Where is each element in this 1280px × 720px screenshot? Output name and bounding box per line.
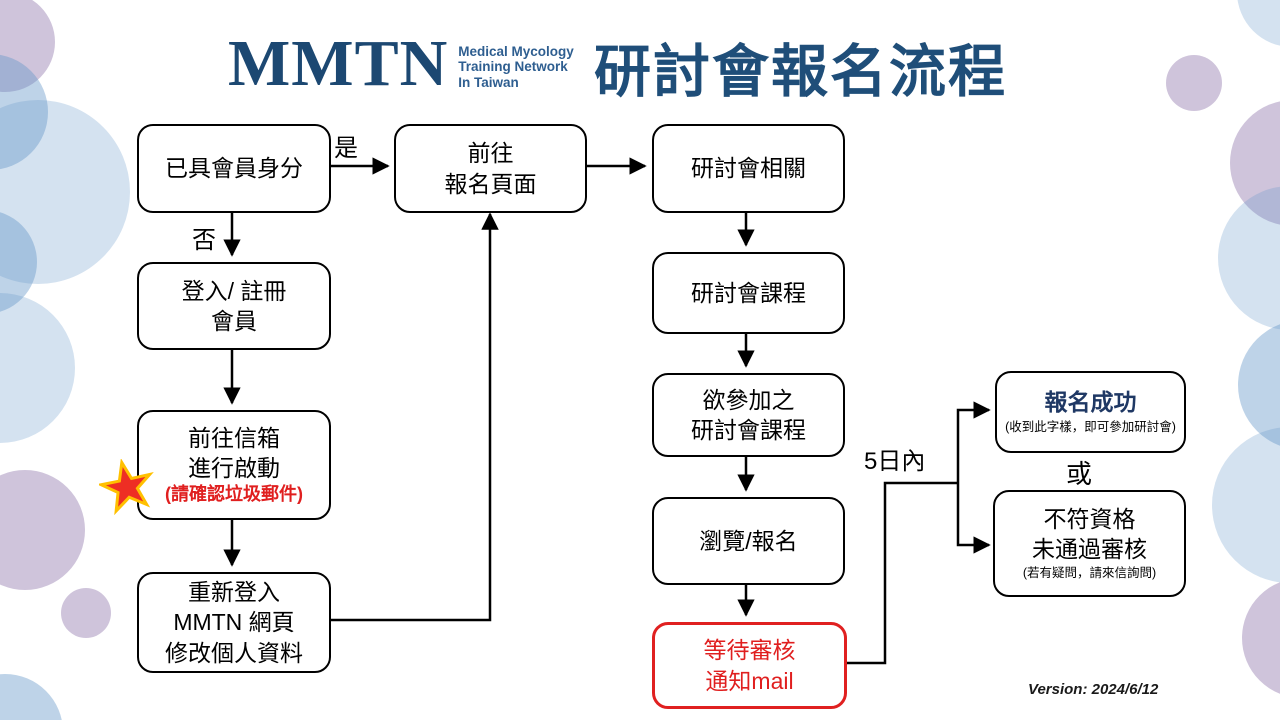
logo-subtitle-line: In Taiwan — [458, 74, 519, 90]
node-text: 進行啟動 — [188, 455, 280, 482]
node-note: (若有疑問，請來信詢問) — [1022, 566, 1157, 581]
node-relogin: 重新登入 MMTN 網頁 修改個人資料 — [137, 572, 331, 673]
edge-label-yes: 是 — [334, 135, 358, 162]
version-text: Version: 2024/6/12 — [1028, 681, 1159, 698]
star-icon — [99, 459, 154, 515]
node-text: MMTN 網頁 — [173, 609, 295, 636]
node-text: 未通過審核 — [1032, 536, 1147, 563]
node-login-register: 登入/ 註冊 會員 — [137, 262, 331, 350]
edge-label-no: 否 — [192, 227, 216, 254]
node-text: 會員 — [211, 308, 257, 334]
node-goto-registration: 前往 報名頁面 — [394, 124, 587, 213]
node-member-status: 已具會員身分 — [137, 124, 331, 213]
node-seminar-related: 研討會相關 — [652, 124, 845, 213]
node-activate-mailbox: 前往信箱 進行啟動 (請確認垃圾郵件) — [137, 410, 331, 520]
node-text: 前往 — [467, 140, 514, 167]
node-text: 研討會課程 — [691, 279, 806, 306]
node-text: 報名成功 — [1044, 389, 1137, 416]
node-text: 登入/ 註冊 — [181, 277, 287, 304]
arrow-branch-to-success — [956, 401, 991, 483]
node-note: (收到此字樣，即可參加研討會) — [1005, 419, 1176, 434]
node-text: 研討會相關 — [691, 155, 806, 182]
node-seminar-courses: 研討會課程 — [652, 252, 845, 334]
node-text: 修改個人資料 — [165, 639, 303, 666]
line-wait-to-branch — [841, 481, 958, 665]
node-browse-register: 瀏覽/報名 — [652, 497, 845, 585]
node-success: 報名成功 (收到此字樣，即可參加研討會) — [995, 371, 1186, 453]
page-title: 研討會報名流程 — [594, 40, 1007, 104]
node-note-spam-warning: (請確認垃圾郵件) — [165, 484, 303, 505]
bg-circle — [61, 588, 111, 638]
edge-label-within-days: 5日內 — [864, 448, 926, 475]
node-text: 通知mail — [705, 667, 794, 694]
node-text: 瀏覽/報名 — [699, 527, 798, 554]
node-text: 欲參加之 — [702, 386, 795, 413]
node-text: 重新登入 — [188, 578, 280, 605]
arrow-relogin-to-registration — [327, 212, 499, 622]
arrow-branch-to-rejected — [956, 483, 991, 554]
node-text: 報名頁面 — [444, 170, 537, 197]
mmtn-logo-text: MMTN — [228, 27, 449, 100]
logo-subtitle-line: Medical Mycology — [458, 44, 574, 59]
edge-label-or: 或 — [1066, 459, 1093, 489]
bg-circle — [1166, 55, 1222, 111]
node-text: 前往信箱 — [188, 424, 280, 451]
node-wait-review: 等待審核 通知mail — [652, 622, 847, 709]
node-desired-courses: 欲參加之 研討會課程 — [652, 373, 845, 457]
node-text: 等待審核 — [703, 637, 796, 664]
mmtn-logo-subtitle: Medical Mycology Training Network In Tai… — [458, 44, 574, 90]
node-text: 研討會課程 — [691, 417, 806, 443]
node-text: 不符資格 — [1043, 505, 1136, 532]
logo-subtitle-line: Training Network — [458, 59, 568, 75]
node-text: 已具會員身分 — [165, 155, 303, 182]
mmtn-logo: MMTN Medical Mycology Training Network I… — [228, 27, 574, 100]
node-rejected: 不符資格 未通過審核 (若有疑問，請來信詢問) — [993, 490, 1186, 597]
